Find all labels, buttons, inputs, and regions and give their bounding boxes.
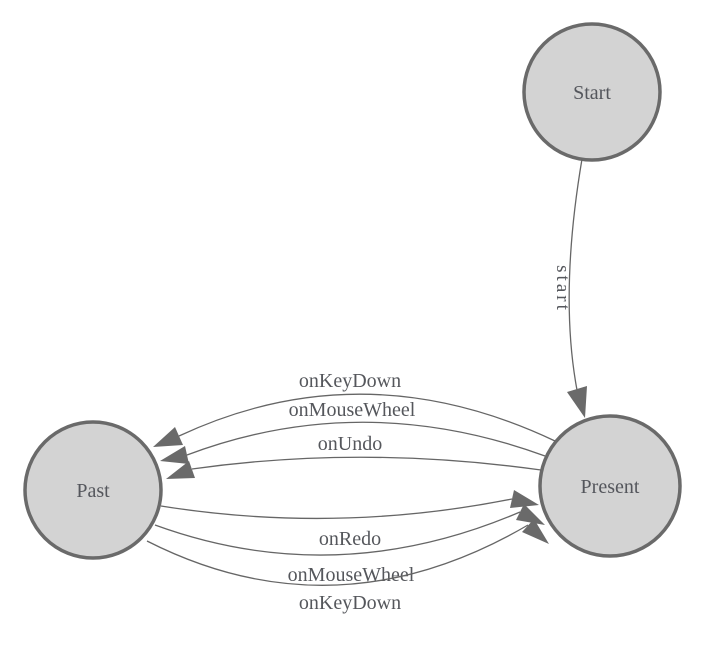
- state-node-past: Past: [23, 420, 163, 560]
- edge-line: [154, 511, 521, 556]
- edge-present-to-past-onundo: onUndo: [166, 433, 542, 479]
- state-label-past: Past: [76, 480, 110, 502]
- state-label-present: Present: [581, 476, 640, 498]
- edge-past-to-present-onkeydown: onKeyDown: [146, 519, 549, 614]
- arrowhead-icon: [510, 490, 539, 508]
- edge-present-to-past-onkeydown: onKeyDown: [153, 370, 556, 447]
- state-circle-present[interactable]: [538, 414, 682, 558]
- edge-label-onmousewheel-top: onMouseWheel: [289, 399, 416, 421]
- edge-line: [160, 498, 513, 520]
- arrowhead-icon: [153, 427, 183, 447]
- edge-label-start: start: [552, 265, 573, 313]
- edge-label-onkeydown-top: onKeyDown: [299, 370, 401, 392]
- edge-label-onundo: onUndo: [318, 433, 382, 455]
- edge-label-onmousewheel-bottom: onMouseWheel: [288, 564, 415, 586]
- arrowhead-icon: [516, 504, 545, 525]
- edge-label-onredo: onRedo: [319, 528, 381, 550]
- edge-present-to-past-onmousewheel: onMouseWheel: [160, 399, 546, 464]
- edge-line: [191, 456, 542, 471]
- state-node-start: Start: [522, 22, 662, 162]
- edge-start-to-present: start: [552, 158, 587, 418]
- arrowhead-icon: [522, 519, 549, 544]
- edge-line: [146, 524, 529, 586]
- edge-line: [568, 158, 583, 391]
- state-circle-start[interactable]: [522, 22, 662, 162]
- arrowhead-icon: [160, 446, 189, 464]
- arrowhead-icon: [567, 386, 587, 418]
- state-label-start: Start: [573, 82, 611, 104]
- state-node-present: Present: [538, 414, 682, 558]
- edge-label-onkeydown-bottom: onKeyDown: [299, 592, 401, 614]
- edge-past-to-present-onredo: onRedo: [160, 490, 539, 550]
- edge-line: [178, 393, 556, 442]
- arrowhead-icon: [166, 461, 195, 479]
- state-circle-past[interactable]: [23, 420, 163, 560]
- edge-line: [186, 421, 546, 457]
